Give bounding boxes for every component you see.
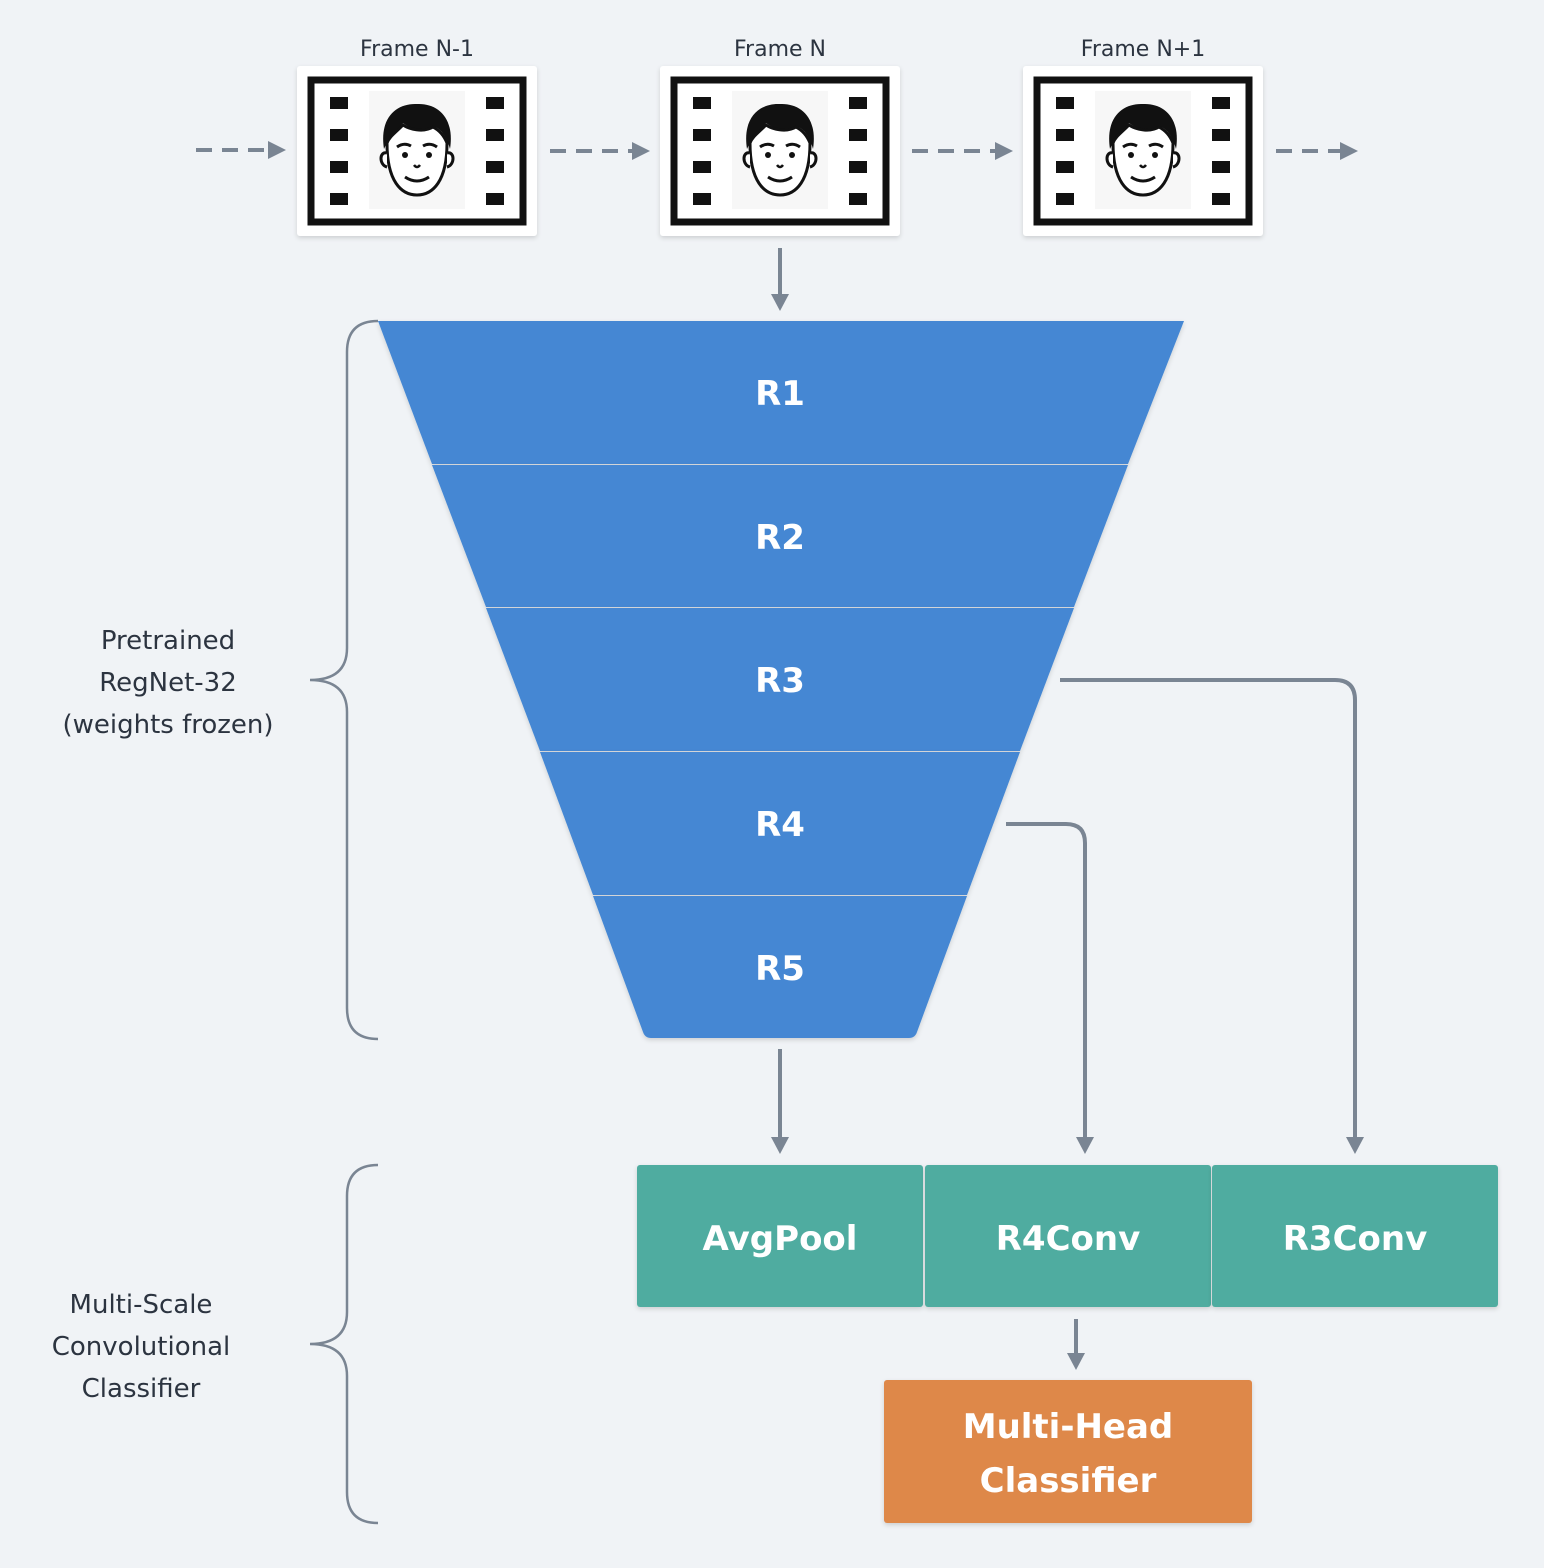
stage-r2: R2 xyxy=(432,465,1128,607)
classifier-label-line: Multi-Head xyxy=(963,1407,1174,1447)
backbone-brace xyxy=(309,319,379,1041)
classifier-brace xyxy=(309,1163,379,1525)
sequence-arrow xyxy=(550,142,650,160)
head-r3conv: R3Conv xyxy=(1212,1165,1498,1307)
stage-label: R1 xyxy=(755,374,805,414)
stage-label: R4 xyxy=(755,805,805,845)
head-avgpool: AvgPool xyxy=(637,1165,923,1307)
stage-label: R3 xyxy=(755,661,805,701)
backbone-label-line: RegNet-32 xyxy=(99,668,237,698)
stage-label: R5 xyxy=(755,949,805,989)
classifier-side-label-line: Convolutional xyxy=(52,1332,231,1362)
frame-label: Frame N xyxy=(734,37,826,62)
heads-to-classifier-arrow xyxy=(1067,1319,1085,1370)
film-frame-face-icon xyxy=(297,66,537,236)
film-frame-face-icon xyxy=(660,66,900,236)
stage-r5: R5 xyxy=(593,896,967,1038)
frame-label: Frame N-1 xyxy=(360,37,474,62)
stage-label: R2 xyxy=(755,518,805,558)
head-label: R3Conv xyxy=(1283,1219,1428,1259)
frame-n-minus-1: Frame N-1 xyxy=(297,37,537,236)
r5-to-avgpool-arrow xyxy=(771,1049,789,1154)
r3-to-r3conv-arrow xyxy=(1060,678,1364,1154)
sequence-arrow xyxy=(912,142,1013,160)
heads-row: AvgPool R4Conv R3Conv xyxy=(637,1165,1498,1307)
frames-row: Frame N-1 Frame N xyxy=(196,37,1358,236)
frame-n-plus-1: Frame N+1 xyxy=(1023,37,1263,236)
r4-to-r4conv-arrow xyxy=(1006,822,1094,1154)
stage-r3: R3 xyxy=(486,608,1074,751)
frame-label: Frame N+1 xyxy=(1081,37,1205,62)
classifier-side-label-line: Multi-Scale xyxy=(70,1290,213,1320)
stage-r4: R4 xyxy=(540,752,1020,895)
backbone-label-line: Pretrained xyxy=(101,626,235,656)
sequence-arrow xyxy=(196,141,286,159)
head-r4conv: R4Conv xyxy=(925,1165,1211,1307)
stage-r1: R1 xyxy=(378,321,1184,464)
backbone-label-line: (weights frozen) xyxy=(62,710,273,740)
backbone-funnel: R1 R2 R3 R4 R5 xyxy=(378,321,1184,1038)
classifier-side-label: Multi-Scale Convolutional Classifier xyxy=(52,1290,231,1404)
sequence-arrow xyxy=(1276,142,1358,160)
classifier-side-label-line: Classifier xyxy=(82,1374,201,1404)
input-arrow xyxy=(771,248,789,311)
head-label: R4Conv xyxy=(996,1219,1141,1259)
classifier-label-line: Classifier xyxy=(980,1461,1157,1501)
frame-n: Frame N xyxy=(660,37,900,236)
backbone-label: Pretrained RegNet-32 (weights frozen) xyxy=(62,626,273,740)
multi-head-classifier: Multi-Head Classifier xyxy=(884,1380,1252,1523)
head-label: AvgPool xyxy=(703,1219,858,1259)
film-frame-face-icon xyxy=(1023,66,1263,236)
